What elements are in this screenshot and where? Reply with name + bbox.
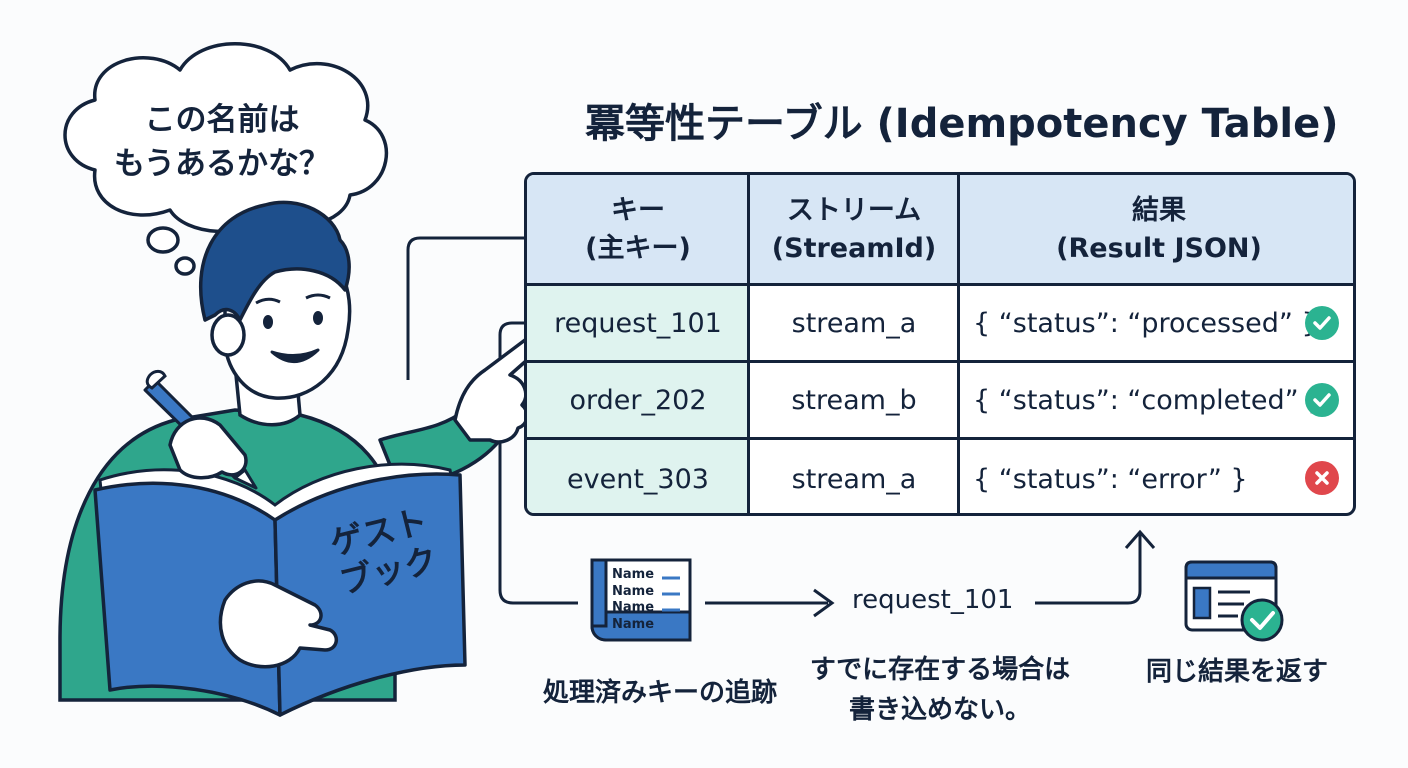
table-row-3-stream: stream_a (791, 463, 917, 495)
flow-request-label: request_101 (852, 585, 1014, 615)
table-row-1-result: { “status”: “processed” } (973, 308, 1319, 339)
table-row-1-key: request_101 (527, 285, 749, 362)
connector-lines (406, 236, 1156, 618)
success-check-icon (1305, 383, 1339, 417)
header-result-line-1: 結果 (1132, 195, 1186, 226)
caption-exists: すでに存在する場合は 書き込めない。 (800, 650, 1080, 730)
ledger-name-1: Name (612, 567, 655, 582)
table-row-3-key: event_303 (527, 439, 749, 513)
error-cross-icon (1305, 461, 1339, 495)
table-divider (527, 437, 1353, 440)
diagram-title: 冪等性テーブル (Idempotency Table) (585, 101, 1339, 147)
thought-bubble-text: この名前は もうあるかな？ (98, 98, 346, 186)
header-result: 結果 (Result JSON) (959, 175, 1353, 285)
caption-exists-line-2: 書き込めない。 (848, 695, 1031, 725)
table-row-2-stream: stream_b (791, 385, 917, 416)
caption-tracking: 処理済みキーの追跡 (542, 678, 777, 708)
header-key-line-2: (主キー) (585, 233, 691, 264)
table-row-1-stream: stream_a (791, 308, 917, 339)
table-row-3-result: { “status”: “error” } (973, 463, 1248, 495)
guest-book (93, 369, 467, 717)
header-stream-line-1: ストリーム (786, 195, 922, 226)
header-stream-line-2: (StreamId) (771, 233, 937, 264)
thought-bubble (63, 42, 389, 276)
ledger-name-2: Name (612, 583, 655, 599)
ledger-names: Name Name Name Name (612, 567, 654, 633)
success-check-icon (1305, 306, 1339, 340)
table-divider (527, 283, 1353, 286)
table-divider (527, 360, 1353, 363)
thought-line-1: この名前は (144, 102, 300, 138)
caption-exists-line-1: すでに存在する場合は (809, 655, 1071, 685)
ledger-name-3: Name (612, 600, 655, 615)
idempotency-table: キー (主キー) ストリーム (StreamId) 結果 (Result JSO… (524, 172, 1356, 516)
table-divider (747, 175, 750, 513)
caption-return-same: 同じ結果を返す (1145, 657, 1328, 687)
table-row-2-result: { “status”: “completed” } (973, 385, 1325, 416)
header-key: キー (主キー) (527, 175, 749, 285)
table-divider (957, 175, 960, 513)
table-row-2-key: order_202 (527, 362, 749, 439)
thought-line-2: もうあるかな？ (113, 146, 331, 182)
return-result-icon (1184, 560, 1284, 642)
header-stream: ストリーム (StreamId) (749, 175, 959, 285)
ledger-book-icon (590, 558, 692, 642)
ledger-name-4: Name (612, 616, 655, 632)
header-key-line-1: キー (611, 195, 665, 226)
header-result-line-2: (Result JSON) (1056, 233, 1262, 264)
